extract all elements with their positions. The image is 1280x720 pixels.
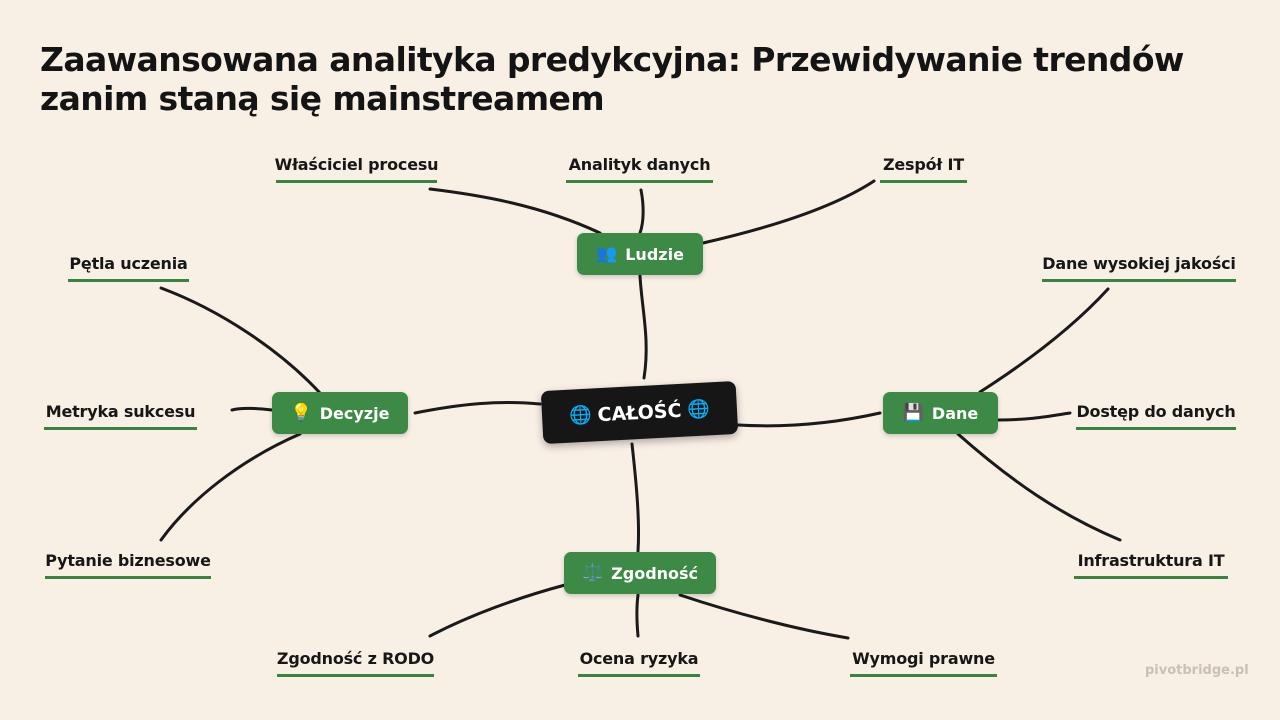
edge-decyzje-pytanie [159,432,302,542]
leaf-analityk-danych: Analityk danych [566,155,713,183]
leaf-metryka-sukcesu: Metryka sukcesu [44,402,197,430]
leaf-zespol-it: Zespół IT [880,155,967,183]
edge-ludzie-zespol [701,179,876,245]
branch-ludzie-label: Ludzie [625,244,684,264]
branch-decyzje-label: Decyzje [319,403,390,423]
page-title: Zaawansowana analityka predykcyjna: Prze… [40,40,1240,118]
edge-zgodnosc-wymogi [678,593,850,640]
watermark: pivotbridge.pl [1145,663,1249,678]
branch-dane-label: Dane [931,403,979,423]
edge-ludzie-wlasciciel [428,187,602,235]
edge-dane-dostep [996,411,1072,422]
leaf-dostep-do-danych: Dostęp do danych [1076,402,1236,430]
center-node[interactable]: 🌐 CAŁOŚĆ 🌐 [540,380,739,445]
edge-dane-jakosci [978,287,1110,394]
edge-decyzje-petla [159,286,322,395]
edge-center-decyzje [413,400,542,415]
branch-ludzie[interactable]: 👥 Ludzie [577,233,703,275]
edge-center-ludzie [638,274,648,380]
title-line-2: zanim staną się mainstreamem [40,79,605,118]
globe-icon-left: 🌐 [568,404,593,427]
branch-decyzje[interactable]: 💡 Decyzje [272,392,408,434]
people-icon: 👥 [596,244,618,264]
floppy-disk-icon: 💾 [902,403,924,423]
leaf-ocena-ryzyka: Ocena ryzyka [578,649,700,677]
leaf-petla-uczenia: Pętla uczenia [68,254,189,282]
branch-dane[interactable]: 💾 Dane [883,392,998,434]
leaf-infrastruktura-it: Infrastruktura IT [1074,551,1228,579]
center-label: CAŁOŚĆ [596,399,682,426]
branch-zgodnosc-label: Zgodność [611,563,699,583]
leaf-pytanie-biznesowe: Pytanie biznesowe [45,551,211,579]
globe-icon-right: 🌐 [686,398,711,421]
edge-ludzie-analityk [638,188,645,235]
scales-icon: ⚖️ [581,563,604,583]
edge-dane-infra [956,432,1122,542]
branch-zgodnosc[interactable]: ⚖️ Zgodność [564,552,716,594]
edge-center-zgodnosc [630,442,641,553]
title-line-1: Zaawansowana analityka predykcyjna: Prze… [40,40,1184,79]
leaf-wlasciciel-procesu: Właściciel procesu [275,155,439,183]
edge-center-dane [736,411,882,428]
edge-zgodnosc-ocena [635,593,640,638]
leaf-wymogi-prawne: Wymogi prawne [850,649,997,677]
leaf-dane-wysokiej-jakosci: Dane wysokiej jakości [1042,254,1236,282]
leaf-zgodnosc-z-rodo: Zgodność z RODO [277,649,434,677]
edge-zgodnosc-rodo [428,583,567,638]
lightbulb-icon: 💡 [290,403,312,423]
edge-decyzje-metryka [230,407,274,412]
